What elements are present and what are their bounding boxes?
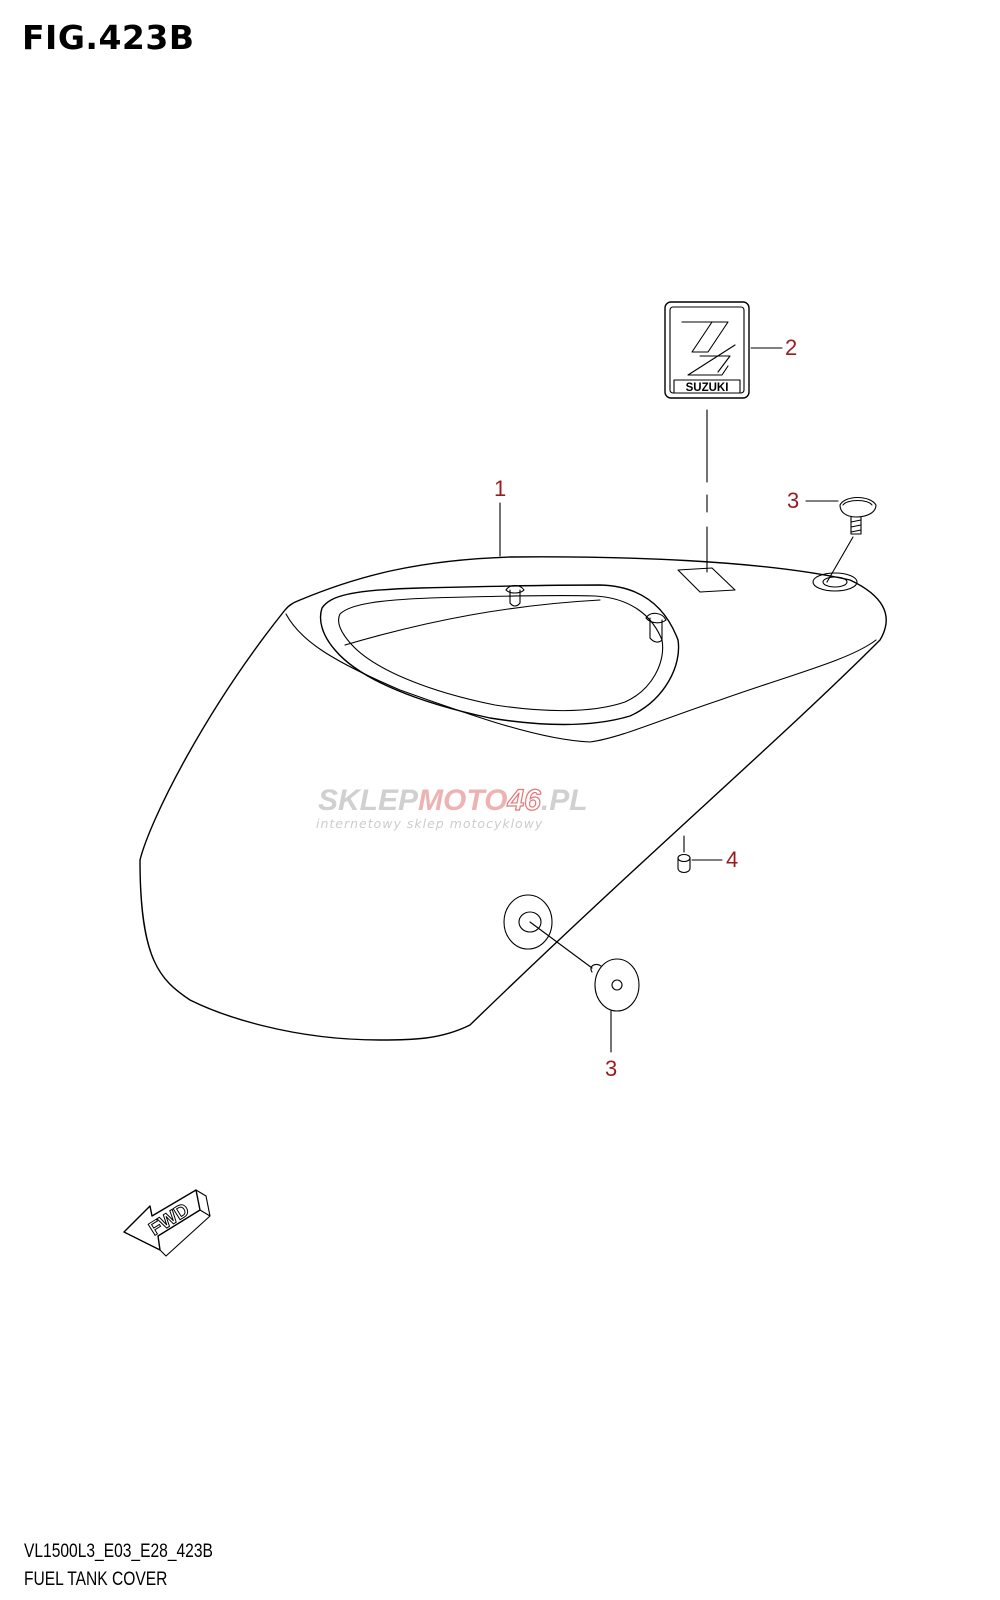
fwd-arrow-icon: FWD — [123, 1189, 211, 1257]
watermark-part4: .PL — [541, 784, 588, 817]
fuel-tank-cover-part[interactable] — [139, 556, 887, 1041]
callout-4: 4 — [726, 847, 738, 872]
svg-text:SKLEPMOTO46.PL: SKLEPMOTO46.PL — [318, 784, 588, 817]
suzuki-s-logo-icon — [681, 321, 736, 376]
screw-bottom-part[interactable] — [590, 958, 640, 1012]
watermark-part2: MOTO — [418, 784, 507, 817]
figure-code: VL1500L3_E03_E28_423B — [24, 1541, 213, 1562]
emblem-text: SUZUKI — [686, 382, 729, 394]
callout-3-top: 3 — [787, 488, 799, 513]
screw-top-part[interactable] — [839, 496, 877, 535]
watermark: SKLEPMOTO46.PL internetowy sklep motocyk… — [316, 783, 588, 831]
clip-part[interactable] — [677, 853, 691, 874]
suzuki-emblem-part[interactable]: SUZUKI — [664, 301, 750, 399]
watermark-part1: SKLEP — [318, 784, 419, 817]
figure-title: FIG.423B — [22, 18, 195, 57]
callout-3-bottom: 3 — [605, 1056, 617, 1081]
figure-name: FUEL TANK COVER — [24, 1569, 168, 1590]
callout-2: 2 — [785, 335, 797, 360]
watermark-part3: 46 — [506, 784, 541, 817]
callout-1: 1 — [494, 476, 506, 501]
leader-lines — [499, 347, 854, 1053]
watermark-tagline: internetowy sklep motocyklowy — [316, 816, 543, 831]
